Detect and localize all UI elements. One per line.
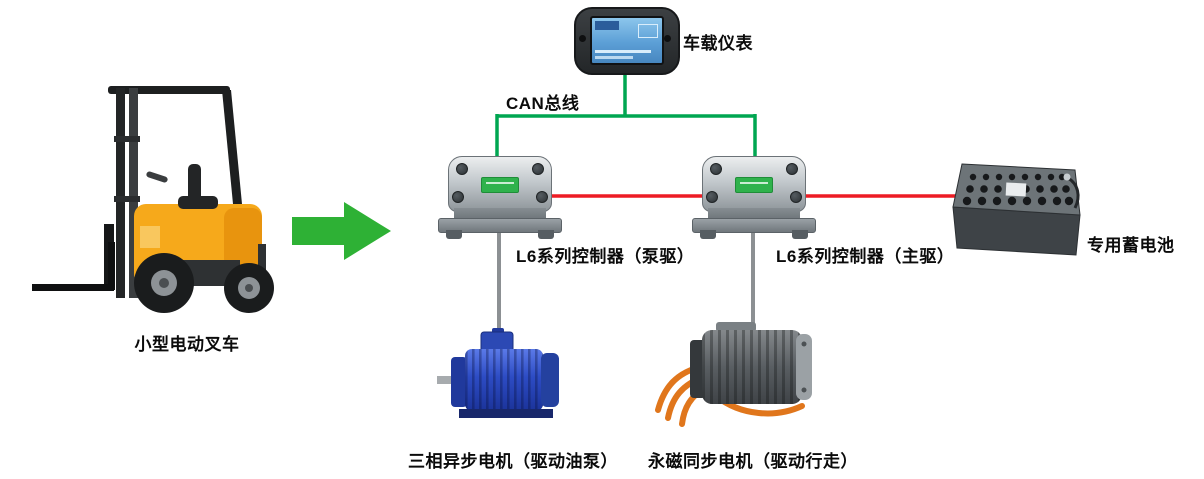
screw-icon	[710, 163, 722, 175]
controller-foot	[538, 230, 554, 239]
forklift-label: 小型电动叉车	[134, 335, 240, 354]
controller-main-unit	[692, 152, 816, 240]
battery-cell-caps	[962, 173, 1074, 206]
bolt-icon	[801, 341, 807, 347]
screen-line	[595, 56, 633, 59]
screw-icon	[786, 163, 798, 175]
controller-baseplate	[692, 218, 816, 233]
motor-rear-cap	[541, 353, 559, 407]
motor-feet	[459, 409, 553, 418]
dashboard-display	[574, 7, 680, 75]
controller-main-label: L6系列控制器（主驱）	[776, 247, 955, 266]
controller-pump-label: L6系列控制器（泵驱）	[516, 247, 695, 266]
motor-shaft	[437, 376, 455, 384]
motor-front-cap	[451, 357, 467, 407]
instrument-label: 车载仪表	[683, 34, 753, 53]
flow-arrow-icon	[292, 202, 391, 260]
forklift-seat	[146, 164, 218, 209]
display-button-left	[579, 35, 586, 42]
screw-icon	[452, 191, 464, 203]
battery-sticker	[1005, 182, 1027, 197]
forklift-overhead-guard	[108, 86, 242, 204]
controller-body	[454, 208, 546, 220]
battery-pack	[952, 163, 1081, 256]
screen-graphic	[595, 21, 619, 30]
controller-foot	[700, 230, 716, 239]
can-bus-line	[495, 69, 757, 164]
controller-cover	[702, 156, 806, 212]
motor-fins	[702, 330, 802, 404]
screw-icon	[456, 163, 468, 175]
battery-label: 专用蓄电池	[1087, 236, 1175, 255]
controller-foot	[446, 230, 462, 239]
pmsm-motor-label: 永磁同步电机（驱动行走）	[648, 452, 858, 471]
controller-baseplate	[438, 218, 562, 233]
forklift-forks	[32, 242, 115, 291]
forklift-illustration	[32, 86, 274, 313]
controller-body	[708, 208, 800, 220]
pmsm-motor	[655, 322, 812, 427]
induction-motor	[437, 328, 559, 418]
controller-label-sticker	[735, 177, 773, 193]
battery-cable	[1067, 176, 1080, 209]
controller-foot	[792, 230, 808, 239]
controller-label-sticker	[481, 177, 519, 193]
forklift-wheels	[134, 253, 274, 313]
display-button-right	[664, 35, 671, 42]
induction-motor-label: 三相异步电机（驱动油泵）	[408, 452, 618, 471]
screw-icon	[536, 191, 548, 203]
can-bus-label: CAN总线	[506, 94, 580, 113]
motor-lifting-bracket	[716, 322, 756, 332]
screw-icon	[790, 191, 802, 203]
motor-end-cap	[796, 334, 812, 400]
bolt-icon	[801, 387, 807, 393]
screen-readout	[638, 24, 658, 38]
screen-line	[595, 50, 651, 53]
controller-cover	[448, 156, 552, 212]
screw-icon	[532, 163, 544, 175]
arrow-shape	[292, 202, 391, 260]
display-screen	[590, 16, 664, 65]
motor-fins	[465, 349, 543, 411]
battery-terminal	[1063, 173, 1071, 181]
screw-icon	[706, 191, 718, 203]
controller-pump-unit	[438, 152, 562, 240]
